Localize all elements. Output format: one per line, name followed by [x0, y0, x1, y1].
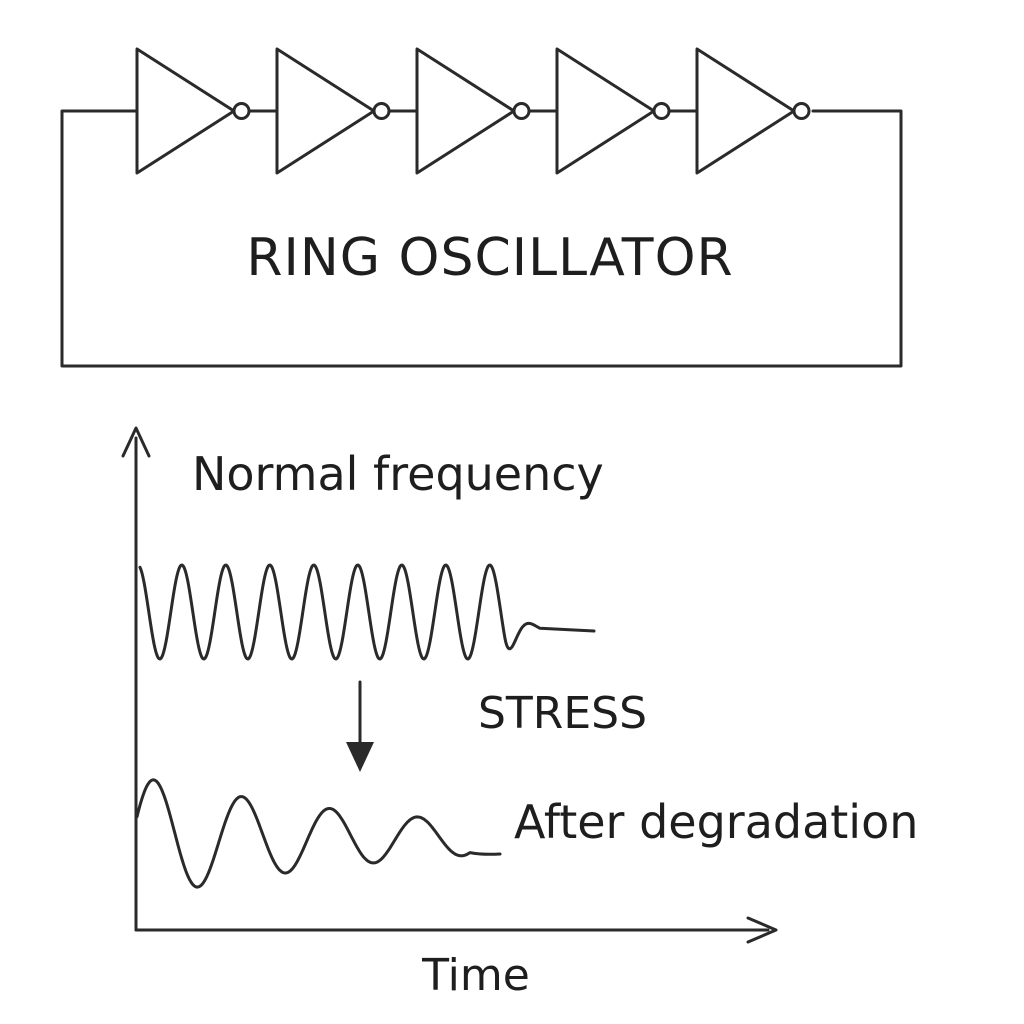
- x-axis-label: Time: [421, 950, 530, 1001]
- feedback-loop-wire: [60, 109, 903, 368]
- after-degradation-label: After degradation: [514, 795, 918, 849]
- inverter-output-bubble: [652, 102, 671, 120]
- inverter-triangle: [695, 47, 796, 175]
- inverter-chain: [135, 47, 811, 175]
- inverter-2: [275, 47, 419, 175]
- y-axis-arrowhead: [121, 426, 151, 458]
- inverter-1: [135, 47, 279, 175]
- inverter-5: [695, 47, 811, 175]
- x-axis-arrowhead: [746, 916, 778, 944]
- timing-graph: Normal frequency STRESS After degradatio…: [121, 426, 918, 1001]
- degraded-waveform: [135, 778, 502, 889]
- inverter-3: [415, 47, 559, 175]
- ring-oscillator-circuit: RING OSCILLATOR: [60, 47, 903, 368]
- inverter-output-bubble: [792, 102, 811, 120]
- inverter-output-bubble: [372, 102, 391, 120]
- inverter-triangle: [555, 47, 656, 175]
- inverter-triangle: [275, 47, 376, 175]
- inverter-output-bubble: [512, 102, 531, 120]
- normal-frequency-waveform: [138, 563, 596, 661]
- stress-arrow-head: [346, 742, 374, 772]
- circuit-title: RING OSCILLATOR: [246, 228, 733, 288]
- inverter-triangle: [415, 47, 516, 175]
- inverter-output-bubble: [232, 102, 251, 120]
- inverter-triangle: [135, 47, 236, 175]
- normal-frequency-label: Normal frequency: [192, 447, 604, 501]
- inverter-4: [555, 47, 699, 175]
- stress-label: STRESS: [478, 688, 647, 739]
